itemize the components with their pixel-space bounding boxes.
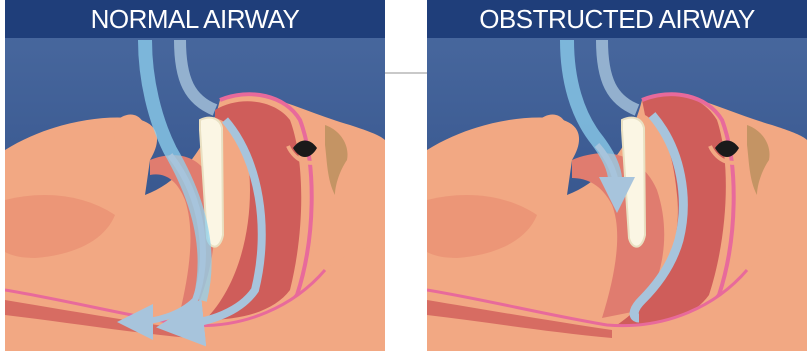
panel-title: NORMAL AIRWAY: [5, 0, 385, 38]
panel-title: OBSTRUCTED AIRWAY: [427, 0, 807, 38]
normal-airway-panel: NORMAL AIRWAY: [5, 0, 385, 351]
panel-divider: [385, 72, 427, 74]
obstructed-airway-panel: OBSTRUCTED AIRWAY: [427, 0, 807, 351]
normal-airway-illustration: [5, 0, 385, 351]
obstructed-airway-illustration: [427, 0, 807, 351]
